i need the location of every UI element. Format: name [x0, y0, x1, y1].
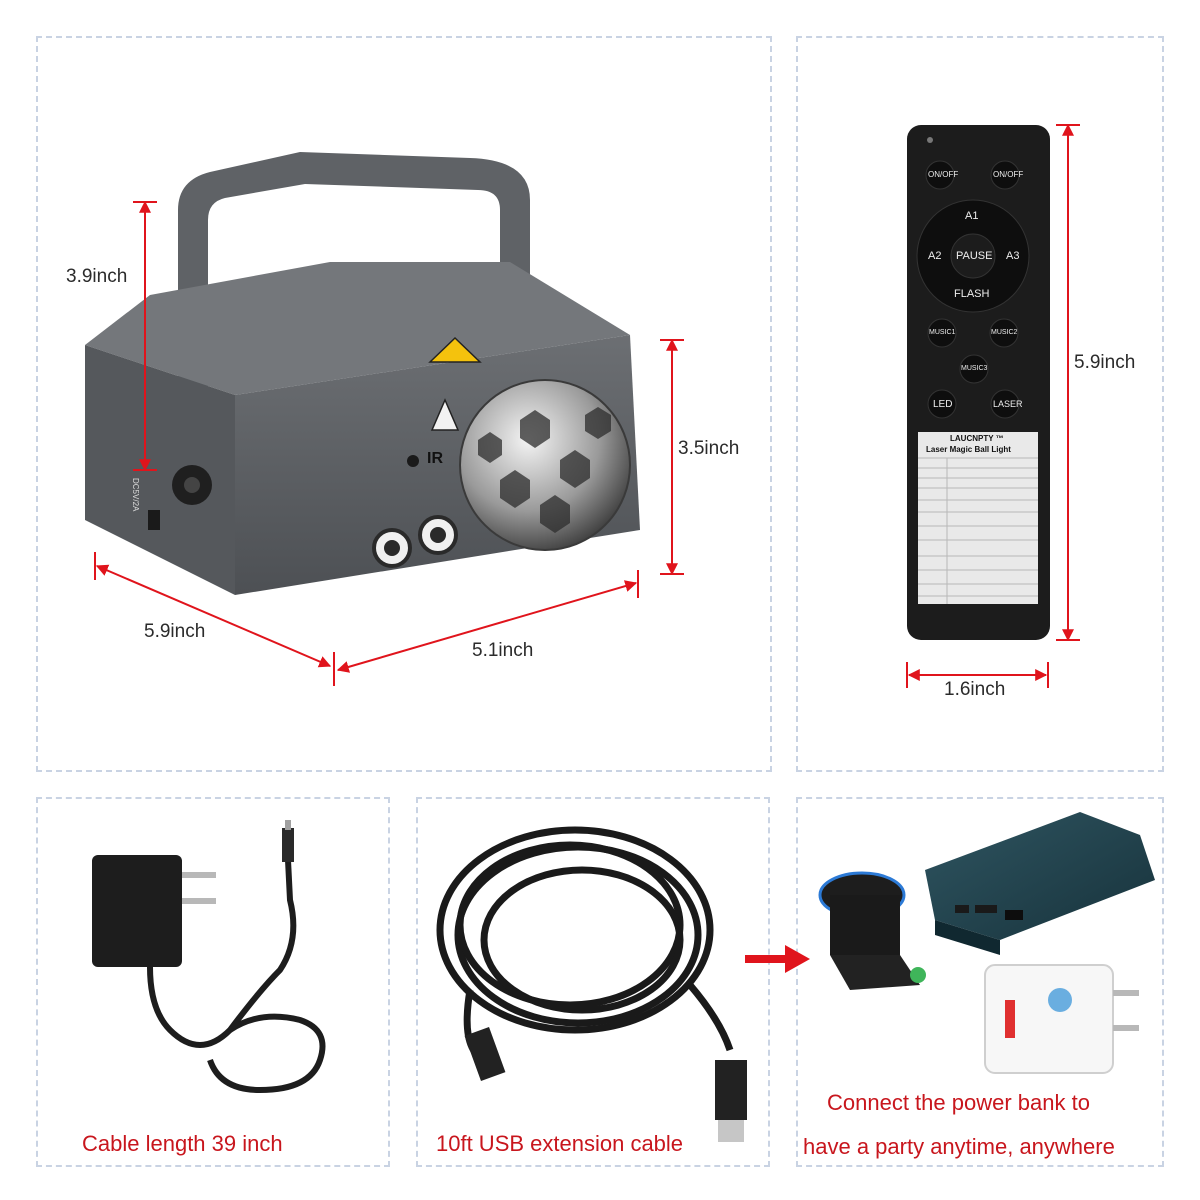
remote-illustration	[907, 125, 1050, 640]
remote-instruction-label	[918, 432, 1038, 604]
depth-dimension-label: 3.5inch	[678, 438, 740, 459]
remote-label-title: Laser Magic Ball Light	[926, 445, 1011, 454]
connect-arrow	[745, 945, 810, 973]
usb-plug	[715, 1060, 747, 1120]
device-top	[85, 262, 630, 395]
remote-led: LED	[933, 399, 953, 410]
usb-cable-caption: 10ft USB extension cable	[436, 1131, 684, 1156]
power-bank-panel	[796, 797, 1164, 1167]
remote-music2: MUSIC2	[991, 329, 1018, 336]
power-bank-illustration	[925, 812, 1155, 955]
usb-barrel-plug	[464, 1027, 506, 1081]
usb-cable-panel	[416, 797, 770, 1167]
adapter-body	[92, 855, 182, 967]
dc-power-jack	[148, 510, 160, 530]
adapter-panel	[36, 797, 390, 1167]
adapter-prong-bottom	[182, 898, 216, 904]
remote-a3: A3	[1006, 250, 1020, 262]
remote-dimensions-panel	[796, 36, 1164, 772]
remote-onoff-left: ON/OFF	[928, 170, 959, 179]
width-arrow	[336, 580, 638, 673]
width-dimension-label: 5.1inch	[472, 640, 534, 661]
device-ir-label: IR	[427, 450, 443, 467]
remote-music1: MUSIC1	[929, 329, 956, 336]
laser-warning-label	[428, 336, 482, 363]
ir-sensor	[407, 455, 419, 467]
adapter-caption: Cable length 39 inch	[82, 1131, 283, 1156]
laser-device-illustration	[85, 152, 640, 595]
remote-laser: LASER	[993, 399, 1023, 409]
remote-a2: A2	[928, 250, 942, 262]
remote-onoff-right: ON/OFF	[993, 170, 1024, 179]
device-power-jack-label: DC5V/2A	[131, 478, 140, 512]
remote-pause: PAUSE	[956, 250, 993, 262]
adapter-barrel-plug	[282, 828, 294, 862]
remote-flash: FLASH	[954, 288, 990, 300]
power-bank-body	[925, 812, 1155, 940]
length-arrow	[95, 564, 332, 668]
power-bank-caption-line2: have a party anytime, anywhere	[803, 1134, 1115, 1159]
remote-music3: MUSIC3	[961, 365, 988, 372]
remote-height-label: 5.9inch	[1074, 352, 1136, 373]
adapter-prong-top	[182, 872, 216, 878]
car-charger-illustration	[818, 871, 926, 990]
remote-label-brand: LAUCNPTY ™	[950, 434, 1004, 443]
laser-warning-triangle	[430, 398, 460, 431]
length-dimension-label: 5.9inch	[144, 621, 206, 642]
wall-charger-usb-port	[1005, 1000, 1015, 1038]
device-left-face	[85, 345, 235, 595]
remote-a1: A1	[965, 210, 979, 222]
wall-charger-illustration	[984, 964, 1139, 1074]
usb-cable-illustration	[436, 826, 747, 1142]
product-dimensions-panel	[36, 36, 772, 772]
power-bank-caption-line1: Connect the power bank to	[827, 1090, 1090, 1115]
remote-width-label: 1.6inch	[944, 679, 1006, 700]
handle-bracket	[178, 152, 530, 470]
wall-charger-body	[984, 964, 1114, 1074]
power-adapter-illustration	[92, 820, 326, 1094]
height-dimension-label: 3.9inch	[66, 266, 128, 287]
